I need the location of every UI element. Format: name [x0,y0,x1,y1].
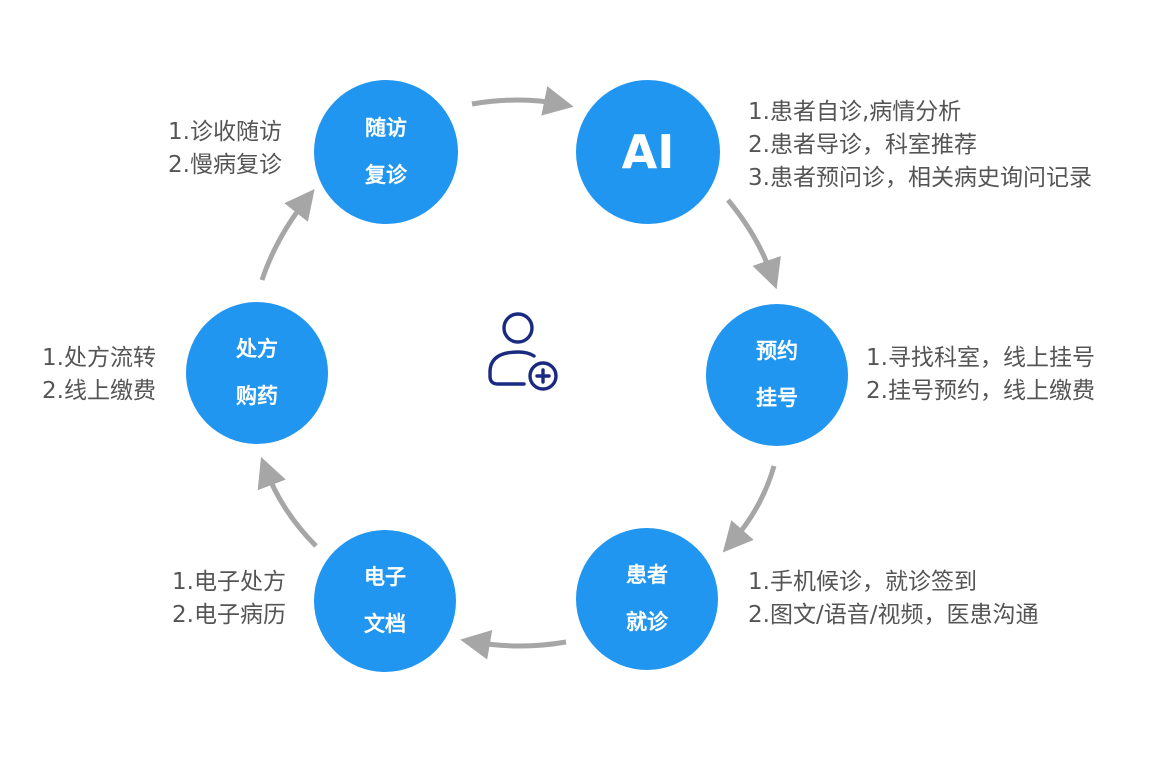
arrow-visit-to-records [460,629,567,660]
node-visit: 患者 就诊 [576,528,718,670]
desc-pharmacy-item-2: 2.线上缴费 [42,378,156,404]
node-followup: 随访 复诊 [314,80,458,224]
node-records: 电子 文档 [314,530,456,672]
node-ai-line-1: AI [621,125,675,179]
node-pharmacy-line-2: 购药 [236,384,278,408]
desc-pharmacy-item-1: 1.处方流转 [42,345,156,371]
desc-visit-item-2: 2.图文/语音/视频，医患沟通 [748,602,1039,628]
desc-followup-item-1: 1.诊收随访 [168,119,282,145]
node-followup-line-2: 复诊 [365,163,407,187]
user-plus-icon [488,312,558,391]
desc-register-item-2: 2.挂号预约，线上缴费 [866,378,1095,404]
node-pharmacy-line-1: 处方 [236,337,278,361]
desc-followup: 1.诊收随访 2.慢病复诊 [168,116,282,182]
arrow-followup-to-ai [471,86,574,116]
desc-records-item-1: 1.电子处方 [172,569,286,595]
desc-ai: 1.患者自诊,病情分析 2.患者导诊，科室推荐 3.患者预问诊，相关病史询问记录 [748,96,1092,195]
desc-visit: 1.手机候诊，就诊签到 2.图文/语音/视频，医患沟通 [748,566,1038,632]
node-records-line-1: 电子 [364,565,406,589]
desc-pharmacy: 1.处方流转 2.线上缴费 [42,342,156,408]
desc-followup-item-2: 2.慢病复诊 [168,152,282,178]
desc-records-item-2: 2.电子病历 [172,602,286,628]
node-pharmacy: 处方 购药 [186,302,328,444]
desc-ai-item-1: 1.患者自诊,病情分析 [748,99,962,125]
node-register-line-1: 预约 [756,339,798,363]
node-register: 预约 挂号 [706,304,848,446]
desc-register-item-1: 1.寻找科室，线上挂号 [866,345,1095,371]
desc-ai-item-3: 3.患者预问诊，相关病史询问记录 [748,165,1092,191]
arrow-ai-to-register [726,198,781,290]
node-ai: AI [576,80,720,224]
arrow-pharmacy-to-followup [259,189,315,281]
desc-register: 1.寻找科室，线上挂号 2.挂号预约，线上缴费 [866,342,1095,408]
arrow-register-to-visit [722,465,777,553]
node-visit-line-2: 就诊 [626,610,668,634]
desc-visit-item-1: 1.手机候诊，就诊签到 [748,569,977,595]
arrow-records-to-pharmacy [257,456,318,548]
node-register-line-2: 挂号 [756,386,798,410]
node-records-line-2: 文档 [364,612,406,636]
desc-records: 1.电子处方 2.电子病历 [172,566,286,632]
node-followup-line-1: 随访 [365,116,407,140]
node-visit-line-1: 患者 [626,563,668,587]
desc-ai-item-2: 2.患者导诊，科室推荐 [748,132,977,158]
